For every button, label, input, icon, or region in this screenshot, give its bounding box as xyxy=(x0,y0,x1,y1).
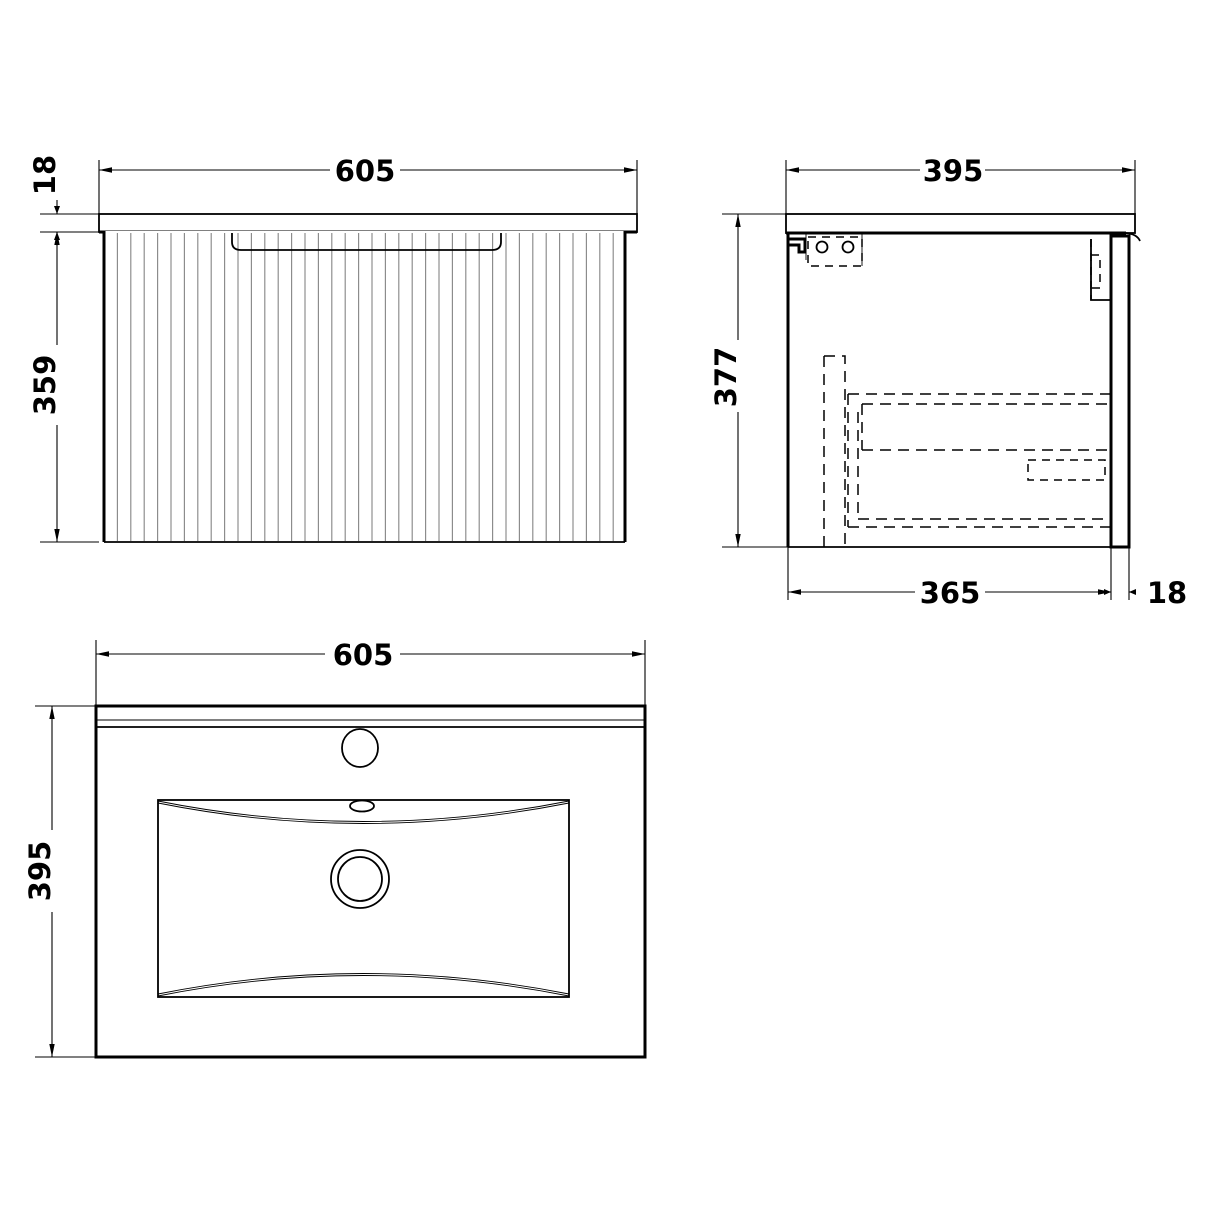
side-drawer-hidden-detail xyxy=(823,355,1110,547)
side-section-view: 395 377 xyxy=(709,154,1187,610)
plan-basin-outline xyxy=(94,704,647,1059)
plan-view: 605 395 xyxy=(23,638,647,1059)
front-elevation-view: 605 18 359 xyxy=(28,154,638,543)
dimension-plan-width: 605 xyxy=(95,638,646,706)
side-wall-bracket xyxy=(786,233,863,267)
dim-label-front-height: 359 xyxy=(28,355,62,416)
dim-label-front-width: 605 xyxy=(335,154,396,188)
front-cabinet-body xyxy=(102,231,627,543)
dimension-front-height: 359 xyxy=(28,231,99,543)
side-right-bracket-hidden xyxy=(1090,239,1111,301)
dim-label-front-panel-thickness: 18 xyxy=(1147,576,1187,610)
dimension-plan-depth: 395 xyxy=(23,705,96,1058)
dim-label-plan-width: 605 xyxy=(333,638,394,672)
plan-tap-hole xyxy=(341,728,379,768)
side-worktop xyxy=(785,213,1141,242)
dim-label-side-height: 377 xyxy=(709,347,743,408)
front-handle-recess[interactable] xyxy=(231,233,502,251)
dimension-front-width: 605 xyxy=(98,154,638,214)
dim-label-carcase-depth: 365 xyxy=(920,576,981,610)
dim-label-plan-depth: 395 xyxy=(23,841,57,902)
dim-label-worktop-thickness: 18 xyxy=(28,155,62,195)
dim-label-side-depth: 395 xyxy=(923,154,984,188)
dimension-side-depth: 395 xyxy=(785,154,1136,214)
front-fluted-panel xyxy=(116,233,614,541)
plan-overflow-slot xyxy=(349,799,375,813)
dimension-front-panel-thickness: 18 xyxy=(1104,547,1187,610)
side-front-panel xyxy=(1109,234,1131,549)
dimension-carcase-depth: 365 xyxy=(787,547,1112,610)
plan-waste-outlet xyxy=(330,849,390,909)
dimension-side-height: 377 xyxy=(709,213,788,548)
